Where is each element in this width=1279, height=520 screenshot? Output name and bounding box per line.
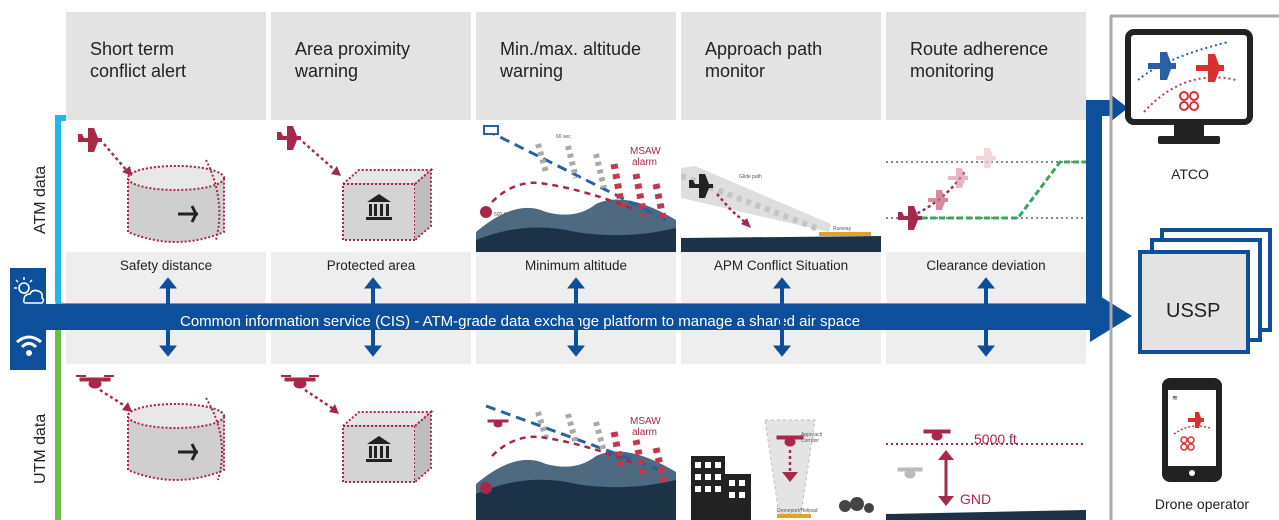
approach-corridor-label: Corridor — [801, 438, 819, 444]
column-title: Approach path monitor — [705, 39, 823, 81]
panel-msaw-utm: MSAW alarm — [476, 364, 676, 520]
msaw-alarm-label: alarm — [632, 427, 657, 438]
panel-stca-atm — [66, 120, 266, 252]
column-title: Area proximity warning — [295, 39, 411, 81]
airplane-icon — [1188, 412, 1204, 428]
column-title: Short term conflict alert — [90, 39, 187, 81]
wifi-icon — [16, 335, 42, 356]
utm-data-label: UTM data — [32, 413, 49, 484]
cis-banner-arrow — [14, 290, 1132, 342]
column-header-ram: Route adherence monitoring — [886, 12, 1086, 120]
drone-icon — [897, 467, 923, 479]
stca-atm-illustration — [78, 128, 225, 243]
building-icon — [366, 194, 392, 220]
caption-stca: Safety distance — [119, 258, 213, 273]
apw-atm-illustration — [277, 126, 434, 241]
column-title: Min./max. altitude warning — [500, 39, 642, 81]
airplane-icon — [898, 206, 922, 230]
gnd-label: GND — [960, 491, 991, 507]
drone-icon — [776, 435, 804, 447]
alt-5000-label: 5000 ft — [974, 431, 1017, 447]
trees-icon — [839, 497, 874, 513]
drone-icon — [923, 429, 951, 441]
utm-data-line — [55, 324, 66, 520]
msaw-alarm-label: alarm — [632, 157, 657, 168]
panel-ram-atm — [886, 120, 1086, 252]
column-header-msaw: Min./max. altitude warning — [476, 12, 676, 120]
airplane-icon — [689, 174, 713, 198]
drone-icon — [281, 375, 319, 389]
cis-banner-text: Common information service (CIS) - ATM-g… — [180, 313, 861, 330]
smartphone-icon: ≋ — [1162, 378, 1222, 482]
msaw-alarm-label: MSAW — [630, 416, 661, 427]
caption-msaw: Minimum altitude — [524, 258, 628, 273]
atm-data-label: ATM data — [32, 165, 49, 234]
stca-utm-illustration — [76, 375, 225, 481]
sixty-sec-label: 60 sec — [556, 134, 571, 140]
small-alt-label: 500 ft — [494, 212, 507, 218]
apm-atm-illustration: Glide path Runway — [681, 166, 881, 252]
caption-ram: Clearance deviation — [926, 258, 1046, 273]
glide-path-label: Glide path — [739, 174, 762, 180]
panel-apw-utm — [271, 364, 471, 520]
weather-icon — [14, 277, 45, 304]
monitor-icon — [1125, 29, 1253, 144]
column-title: Route adherence monitoring — [910, 39, 1049, 81]
atco-label: ATCO — [1171, 166, 1209, 182]
panel-stca-utm — [66, 364, 266, 520]
column-header-apm: Approach path monitor — [681, 12, 881, 120]
airplane-icon — [178, 205, 198, 223]
drone-icon — [1180, 436, 1195, 451]
approach-corridor-label: Approach — [801, 432, 823, 438]
droneport-label: Droneport/Helipad — [777, 508, 818, 514]
msaw-utm-illustration: MSAW alarm — [476, 404, 676, 520]
ussp-label: USSP — [1166, 300, 1221, 322]
airplane-icon — [948, 168, 968, 188]
panel-apw-atm — [271, 120, 471, 252]
drone-operator-label: Drone operator — [1154, 496, 1250, 512]
wifi-icon: ≋ — [1172, 395, 1178, 402]
ram-atm-illustration — [886, 148, 1086, 230]
panel-apm-atm: Glide path Runway — [681, 120, 881, 252]
panel-ram-utm: 5000 ft GND — [886, 364, 1086, 520]
drone-icon — [480, 482, 492, 494]
ram-utm-illustration: 5000 ft GND — [886, 429, 1086, 520]
atco-arrowhead — [1110, 94, 1128, 122]
msaw-atm-illustration: MSAW alarm 60 sec 500 ft — [476, 125, 676, 252]
drone-icon — [480, 206, 492, 218]
msaw-alarm-label: MSAW — [630, 146, 661, 157]
drone-icon — [487, 419, 509, 428]
column-header-apw: Area proximity warning — [271, 12, 471, 120]
airplane-icon — [928, 190, 948, 210]
panel-msaw-atm: MSAW alarm 60 sec 500 ft — [476, 120, 676, 252]
runway-label: Runway — [833, 226, 852, 232]
caption-apm: APM Conflict Situation — [713, 258, 849, 273]
drone-icon — [76, 375, 114, 389]
building-icon — [366, 436, 392, 462]
airplane-icon — [78, 128, 102, 152]
column-header-stca: Short term conflict alert — [66, 12, 266, 120]
drone-icon — [1179, 91, 1199, 111]
caption-apw: Protected area — [326, 258, 416, 273]
airplane-icon — [178, 443, 198, 461]
airplane-icon — [1148, 52, 1176, 80]
atco-link-line — [1086, 100, 1114, 306]
airplane-icon — [277, 126, 301, 150]
apw-utm-illustration — [281, 375, 434, 483]
airplane-icon — [1196, 54, 1224, 82]
panel-apm-utm: Approach Corridor Droneport/Helipad — [681, 364, 881, 520]
airplane-icon — [976, 148, 996, 168]
ussp-stack — [1138, 228, 1272, 354]
apm-utm-illustration: Approach Corridor Droneport/Helipad — [691, 419, 874, 520]
